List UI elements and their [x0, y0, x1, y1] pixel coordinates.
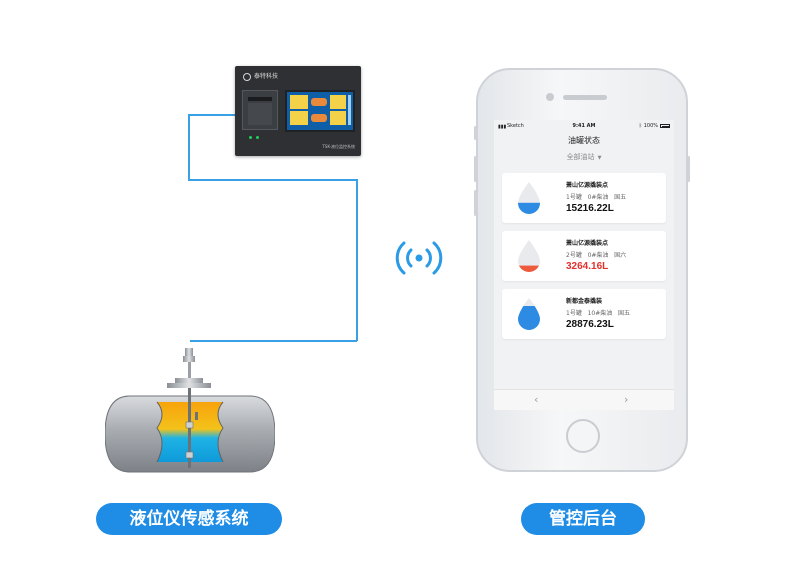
console-screen [285, 90, 355, 132]
tank-volume: 15216.22L [566, 203, 614, 214]
oil-tank-illustration [104, 330, 276, 475]
console-logo: 泰特科技 [243, 72, 278, 82]
tank-graphic [104, 348, 276, 473]
drop-liquid-level [518, 202, 540, 214]
level-monitor-console: 泰特科技 TSK-液位监控系统 [235, 66, 361, 156]
emission-grade: 国五 [617, 310, 630, 317]
connection-wire [188, 179, 357, 181]
console-screen-graphic [290, 95, 351, 125]
tank-card[interactable]: 萧山亿源撬装点 2号罐 0#柴油 国六 3264.16L [502, 231, 666, 281]
status-time: 9:41 AM [572, 123, 596, 129]
browser-nav-bar: ‹ › [494, 389, 674, 410]
fuel-type: 10#柴油 [587, 310, 613, 317]
phone-speaker [563, 95, 607, 100]
signal-bars-icon: ▮▮▮ [498, 124, 507, 130]
station-filter-label: 全部油站 [566, 153, 595, 161]
station-name: 萧山亿源撬装点 [566, 240, 609, 247]
station-name: 新都金泰撬装 [566, 298, 603, 305]
page-title: 油罐状态 [568, 136, 600, 145]
battery-percent: 100% [643, 123, 658, 129]
tank-card[interactable]: 新都金泰撬装 1号罐 10#柴油 国五 28876.23L [502, 289, 666, 339]
station-filter-dropdown[interactable]: 全部油站▼ [494, 152, 674, 162]
console-brand: 泰特科技 [254, 73, 279, 80]
home-button[interactable] [566, 419, 600, 453]
back-arrow-icon[interactable]: ‹ [534, 393, 539, 406]
smartphone: ▮▮▮ Sketch 9:41 AM ᛒ 100% 油罐状态 全部油站▼ 萧山亿… [474, 68, 690, 472]
console-model: TSK-液位监控系统 [322, 144, 355, 149]
phone-side-button [474, 156, 477, 182]
tank-number: 1号罐 [566, 310, 582, 317]
phone-side-button [474, 190, 477, 216]
level-drop-icon [518, 298, 540, 330]
drop-liquid-level [518, 306, 540, 330]
tank-card[interactable]: 萧山亿源撬装点 1号罐 0#柴油 国五 15216.22L [502, 173, 666, 223]
phone-screen: ▮▮▮ Sketch 9:41 AM ᛒ 100% 油罐状态 全部油站▼ 萧山亿… [494, 120, 674, 410]
management-label: 管控后台 [521, 503, 645, 535]
fuel-type: 0#柴油 [587, 252, 609, 259]
wireless-signal-icon [393, 238, 445, 278]
tank-number: 1号罐 [566, 194, 582, 201]
tank-volume: 3264.16L [566, 261, 609, 272]
printer-plate [248, 103, 272, 125]
level-drop-icon [518, 182, 540, 214]
station-name: 萧山亿源撬装点 [566, 182, 609, 189]
tank-number: 2号罐 [566, 252, 582, 259]
brand-logo-icon [243, 73, 251, 81]
status-led [249, 136, 252, 139]
tank-meta: 2号罐 0#柴油 国六 [566, 250, 626, 259]
caret-down-icon: ▼ [597, 155, 602, 161]
level-drop-icon [518, 240, 540, 272]
tank-meta: 1号罐 0#柴油 国五 [566, 192, 626, 201]
battery-icon [660, 124, 670, 128]
fuel-type: 0#柴油 [587, 194, 609, 201]
drop-outline [518, 240, 540, 272]
bluetooth-icon: ᛒ [638, 123, 642, 129]
connection-wire [188, 114, 236, 116]
drop-liquid-level [518, 265, 540, 272]
console-printer [242, 90, 278, 130]
connection-wire [356, 179, 358, 341]
sensor-system-label: 液位仪传感系统 [96, 503, 282, 535]
front-camera [546, 93, 554, 101]
emission-grade: 国五 [614, 194, 627, 201]
tank-volume: 28876.23L [566, 319, 614, 330]
printer-slot [248, 97, 272, 101]
status-bar: ▮▮▮ Sketch 9:41 AM ᛒ 100% [494, 120, 674, 132]
forward-arrow-icon[interactable]: › [624, 393, 629, 406]
emission-grade: 国六 [614, 252, 627, 259]
status-led [256, 136, 259, 139]
connection-wire [190, 340, 357, 342]
phone-side-button [474, 126, 477, 140]
carrier-name: Sketch [507, 123, 524, 129]
connection-wire [188, 114, 190, 180]
tank-meta: 1号罐 10#柴油 国五 [566, 308, 630, 317]
phone-side-button [687, 156, 690, 182]
